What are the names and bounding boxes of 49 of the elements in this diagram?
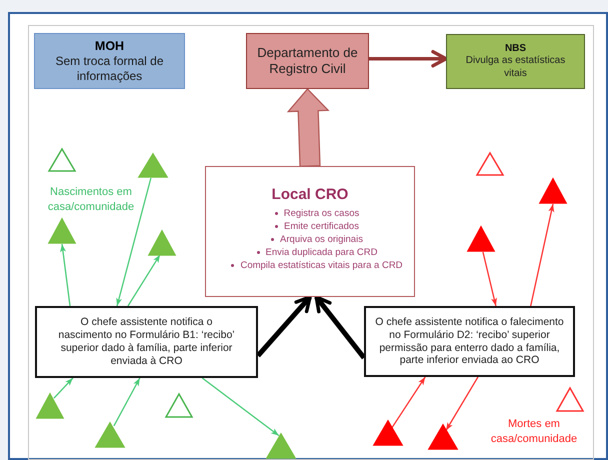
triangle-symbol <box>48 148 76 172</box>
triangle-symbol <box>476 152 504 176</box>
arrow <box>445 376 478 431</box>
box-heading: MOH <box>94 38 126 54</box>
task-item: Envia duplicada para CRD <box>231 246 403 259</box>
box-text: O chefe assistente notifica o falecimento no Formulário D2: ‘recibo’ superior permissão para enterro dado a família, parte inferior enviada ao CRO <box>374 316 565 368</box>
triangle-symbol <box>539 178 567 204</box>
triangle-symbol <box>373 420 403 446</box>
arrow <box>113 378 140 426</box>
task-item: Registra os casos <box>231 207 403 220</box>
task-item: Compila estatísticas vitais para a CRD <box>231 259 403 272</box>
arrow <box>256 295 312 358</box>
box-text: Departamento de Registro Civil <box>256 45 359 77</box>
task-item: Emite certificados <box>231 220 403 233</box>
triangle-symbol <box>138 153 168 178</box>
arrow <box>482 252 497 306</box>
arrow <box>391 376 426 428</box>
arrow <box>127 254 161 306</box>
arrow <box>53 378 74 399</box>
arrow <box>530 204 554 306</box>
process-box <box>364 306 575 377</box>
triangle-symbol <box>467 226 495 252</box>
department-box <box>246 33 369 89</box>
organization-box <box>34 33 185 89</box>
triangle-symbol <box>428 424 458 450</box>
arrow <box>202 377 280 436</box>
box-text: Sem troca formal de informações <box>54 54 165 84</box>
triangle-symbol <box>148 230 176 256</box>
triangle-symbol <box>95 422 125 448</box>
group-label: Mortes em casa/comunidade <box>490 417 578 447</box>
group-label: Nascimentos em casa/comunidade <box>46 185 136 215</box>
statistics-box <box>446 34 585 89</box>
triangle-symbol <box>48 218 76 244</box>
triangle-symbol <box>165 393 193 418</box>
process-box <box>35 306 258 378</box>
arrow <box>116 178 152 306</box>
block-arrow <box>286 88 330 167</box>
box-text: O chefe assistente notifica o nascimento no Formulário B1: ‘recibo’ superior dado à família, parte inferior enviada à CRO <box>57 316 236 368</box>
arrow <box>369 50 448 68</box>
office-title: Local CRO <box>272 185 348 205</box>
box-heading: NBS <box>504 43 528 56</box>
triangle-symbol <box>36 393 64 419</box>
triangle-symbol <box>556 387 584 412</box>
arrow <box>60 244 71 306</box>
task-item: Arquiva os originais <box>231 233 403 246</box>
triangle-symbol <box>266 433 296 459</box>
office-box <box>205 166 415 297</box>
arrow <box>314 295 366 360</box>
box-text: Divulga as estatísticas vitais <box>464 55 566 80</box>
